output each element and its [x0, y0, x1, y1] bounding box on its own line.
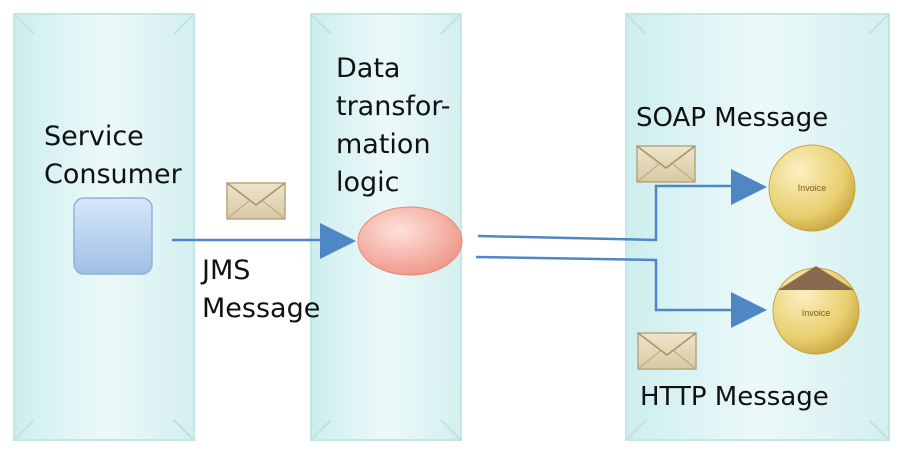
jms-message-label-line: JMS	[202, 255, 251, 286]
jms-message-label: JMS Message	[202, 252, 320, 328]
transformation-node	[357, 206, 463, 276]
transformation-label: Data transfor- mation logic	[336, 50, 451, 202]
service-consumer-label-line: Service	[44, 121, 144, 152]
http-flow-arrow	[475, 255, 767, 328]
transformation-label-line: transfor-	[336, 91, 451, 122]
soap-flow-arrow	[477, 169, 767, 242]
invoice-node-bottom: Invoice	[772, 266, 860, 355]
soap-message-label: SOAP Message	[636, 103, 829, 133]
transformation-label-line: logic	[336, 167, 400, 198]
http-envelope-icon	[637, 332, 697, 370]
jms-envelope-icon	[226, 182, 286, 220]
jms-message-label-line: Message	[202, 293, 321, 324]
jms-flow-arrow	[172, 223, 356, 259]
service-consumer-node	[73, 197, 153, 275]
soap-envelope-icon	[636, 145, 696, 183]
transformation-label-line: Data	[336, 53, 401, 84]
invoice-node-top: Invoice	[768, 144, 856, 232]
service-consumer-label-line: Consumer	[44, 159, 182, 190]
service-consumer-label: Service Consumer	[44, 118, 182, 194]
http-message-label: HTTP Message	[640, 382, 829, 412]
invoice-label-top: Invoice	[798, 183, 827, 193]
panel-destinations	[625, 13, 890, 441]
invoice-roof-icon	[778, 266, 854, 290]
transformation-label-line: mation	[336, 129, 431, 160]
invoice-label-bottom: Invoice	[802, 308, 831, 318]
